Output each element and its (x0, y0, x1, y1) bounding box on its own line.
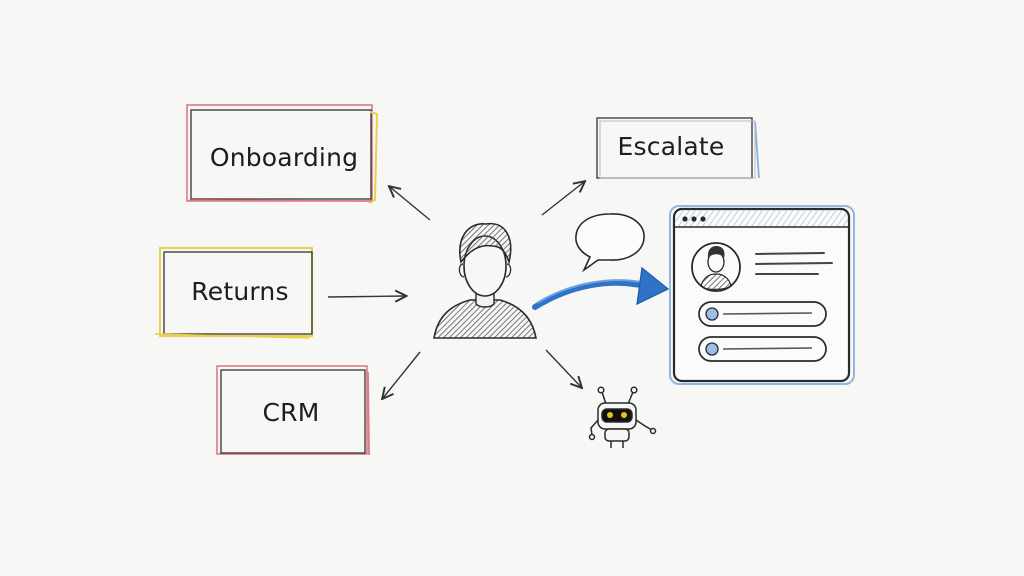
profile-text-lines (755, 252, 833, 275)
robot-icon (588, 386, 657, 448)
connector-arrows (327, 182, 584, 398)
escalate-label: Escalate (618, 132, 725, 161)
speech-bubble-icon (575, 213, 645, 273)
returns-label: Returns (191, 277, 288, 306)
crm-label: CRM (263, 398, 320, 427)
escalate-box: Escalate (596, 117, 760, 179)
returns-box: Returns (154, 247, 313, 339)
message-row (698, 301, 827, 327)
onboarding-box: Onboarding (186, 104, 379, 204)
chat-window-icon (669, 205, 855, 385)
arrow-from-returns (327, 296, 405, 297)
crm-box: CRM (216, 365, 370, 456)
handoff-arrow (532, 266, 670, 310)
onboarding-label: Onboarding (210, 143, 358, 172)
arrow-to-onboarding (390, 187, 431, 221)
window-controls (682, 216, 706, 222)
arrow-to-bot (545, 349, 581, 387)
person-icon (433, 222, 537, 339)
avatar (691, 242, 741, 292)
message-row (698, 336, 827, 362)
arrow-to-escalate (541, 182, 584, 216)
arrow-to-crm (383, 351, 421, 398)
